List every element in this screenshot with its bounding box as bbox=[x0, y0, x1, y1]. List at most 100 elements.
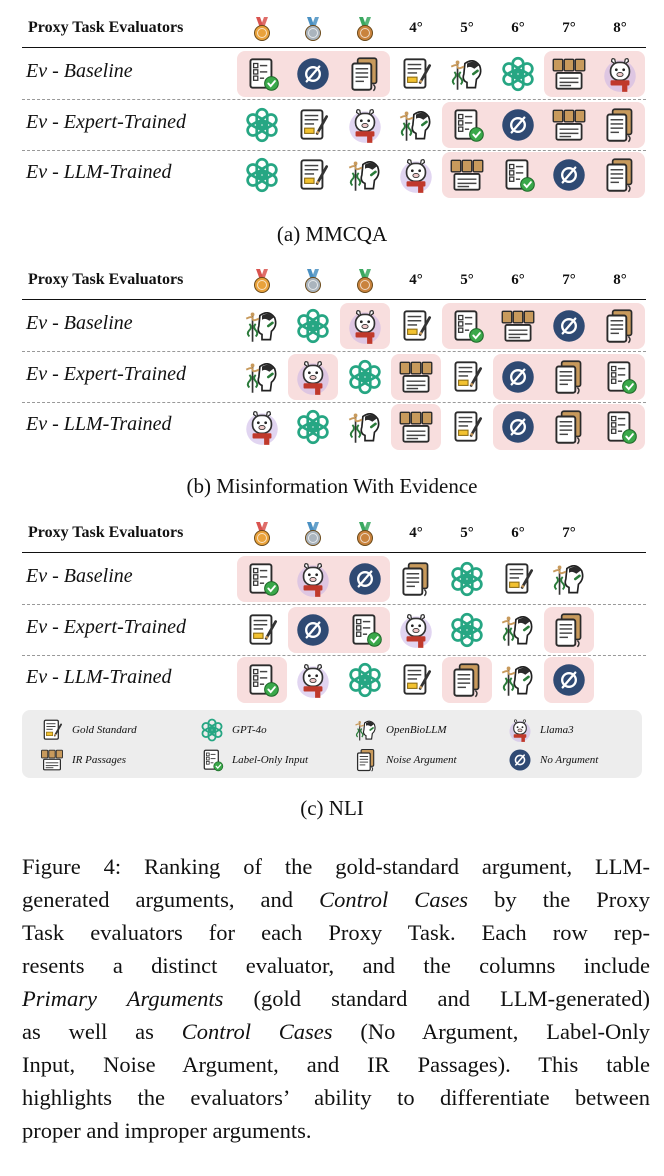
noise-argument-icon bbox=[548, 356, 590, 398]
caption-line: generated arguments, and Control Cases b… bbox=[22, 887, 650, 912]
caption-line: highlights the evaluators’ ability to di… bbox=[22, 1085, 650, 1110]
bronze-medal-icon bbox=[347, 268, 383, 294]
rank-header-6: 6° bbox=[511, 272, 525, 288]
llama3-icon bbox=[292, 558, 334, 600]
openbiollm-icon bbox=[241, 356, 283, 398]
legend-label: Llama3 bbox=[540, 724, 574, 736]
legend-label: Noise Argument bbox=[386, 754, 457, 766]
rank-header-7: 7° bbox=[562, 20, 576, 36]
ir-passages-icon bbox=[395, 356, 437, 398]
no-argument-icon bbox=[292, 53, 334, 95]
gold-standard-icon bbox=[446, 356, 488, 398]
no-argument-icon bbox=[292, 609, 334, 651]
legend-label: GPT-4o bbox=[232, 724, 267, 736]
ir-passages-icon bbox=[548, 53, 590, 95]
caption-line: as well as Control Cases (No Argument, L… bbox=[22, 1019, 650, 1044]
no-argument-icon bbox=[497, 104, 539, 146]
label-only-input-icon bbox=[446, 305, 488, 347]
row-divider bbox=[22, 150, 646, 151]
openbiollm-icon bbox=[497, 609, 539, 651]
evaluator-label: Ev - LLM-Trained bbox=[26, 161, 172, 183]
llama3-icon bbox=[599, 53, 641, 95]
subfigure-caption: (c) NLI bbox=[300, 796, 364, 820]
openbiollm-icon bbox=[395, 104, 437, 146]
evaluator-label: Ev - Expert-Trained bbox=[26, 363, 186, 385]
subfigure-caption: (a) MMCQA bbox=[276, 222, 388, 246]
gold-standard-icon bbox=[241, 609, 283, 651]
legend-label: Gold Standard bbox=[72, 724, 137, 736]
openbiollm-icon bbox=[344, 154, 386, 196]
legend-item-ir: IR Passages bbox=[38, 746, 178, 776]
llama3-icon bbox=[395, 154, 437, 196]
ir-passages-icon bbox=[548, 104, 590, 146]
figure-caption: Figure 4: Ranking of the gold-standard a… bbox=[22, 850, 650, 1147]
gpt-4o-icon bbox=[497, 53, 539, 95]
label-only-input-icon bbox=[344, 609, 386, 651]
no-argument-icon bbox=[548, 154, 590, 196]
gpt-4o-icon bbox=[241, 104, 283, 146]
noise-argument-icon bbox=[599, 104, 641, 146]
evaluator-label: Ev - Baseline bbox=[26, 565, 133, 587]
rank-header-4: 4° bbox=[409, 525, 423, 541]
llama3-icon bbox=[241, 406, 283, 448]
no-argument-icon bbox=[548, 305, 590, 347]
caption-line: resents a distinct evaluator, and the co… bbox=[22, 953, 650, 978]
legend-noarg-icon bbox=[506, 746, 536, 776]
openbiollm-icon bbox=[241, 305, 283, 347]
legend-label: No Argument bbox=[540, 754, 599, 766]
llama3-icon bbox=[395, 609, 437, 651]
openbiollm-icon bbox=[344, 406, 386, 448]
no-argument-icon bbox=[344, 558, 386, 600]
gold-medal-icon bbox=[244, 268, 280, 294]
rank-header-5: 5° bbox=[460, 525, 474, 541]
evaluator-label: Ev - LLM-Trained bbox=[26, 413, 172, 435]
gpt-4o-icon bbox=[344, 659, 386, 701]
gold-medal-icon bbox=[244, 16, 280, 42]
noise-argument-icon bbox=[599, 154, 641, 196]
rank-header-4: 4° bbox=[409, 272, 423, 288]
ir-passages-icon bbox=[395, 406, 437, 448]
gpt-4o-icon bbox=[344, 356, 386, 398]
openbiollm-icon bbox=[446, 53, 488, 95]
gpt-4o-icon bbox=[241, 154, 283, 196]
legend-gpt-icon bbox=[198, 716, 228, 746]
panel-mmcqa: Proxy Task Evaluators 4°5°6°7°8°Ev - Bas… bbox=[22, 14, 646, 204]
noise-argument-icon bbox=[395, 558, 437, 600]
label-only-input-icon bbox=[599, 406, 641, 448]
silver-medal-icon bbox=[295, 521, 331, 547]
bronze-medal-icon bbox=[347, 16, 383, 42]
legend-item-label: Label-Only Input bbox=[198, 746, 338, 776]
label-only-input-icon bbox=[241, 659, 283, 701]
rank-header-6: 6° bbox=[511, 525, 525, 541]
row-divider bbox=[22, 351, 646, 352]
gpt-4o-icon bbox=[292, 305, 334, 347]
caption-line: proper and improper arguments. bbox=[22, 1118, 312, 1143]
rank-header-4: 4° bbox=[409, 20, 423, 36]
panel-misinformation: Proxy Task Evaluators 4°5°6°7°8°Ev - Bas… bbox=[22, 266, 646, 456]
no-argument-icon bbox=[497, 406, 539, 448]
noise-argument-icon bbox=[446, 659, 488, 701]
evaluator-label: Ev - Expert-Trained bbox=[26, 111, 186, 133]
caption-line: Task evaluators for each Proxy Task. Eac… bbox=[22, 920, 650, 945]
gold-standard-icon bbox=[292, 154, 334, 196]
legend-noise-icon bbox=[352, 746, 382, 776]
openbiollm-icon bbox=[497, 659, 539, 701]
caption-line: Primary Arguments (gold standard and LLM… bbox=[22, 986, 650, 1011]
no-argument-icon bbox=[548, 659, 590, 701]
legend-label: OpenBioLLM bbox=[386, 724, 447, 736]
label-only-input-icon bbox=[497, 154, 539, 196]
subfigure-caption: (b) Misinformation With Evidence bbox=[186, 474, 478, 498]
row-divider bbox=[22, 604, 646, 605]
header-rule bbox=[22, 47, 646, 48]
gold-standard-icon bbox=[395, 305, 437, 347]
caption-line: Figure 4: Ranking of the gold-standard a… bbox=[22, 854, 650, 879]
llama3-icon bbox=[344, 305, 386, 347]
evaluator-label: Ev - LLM-Trained bbox=[26, 666, 172, 688]
silver-medal-icon bbox=[295, 16, 331, 42]
gold-medal-icon bbox=[244, 521, 280, 547]
bronze-medal-icon bbox=[347, 521, 383, 547]
panel-nli: Proxy Task Evaluators 4°5°6°7°Ev - Basel… bbox=[22, 519, 646, 709]
gold-standard-icon bbox=[395, 659, 437, 701]
legend-openbio-icon bbox=[352, 716, 382, 746]
row-divider bbox=[22, 402, 646, 403]
